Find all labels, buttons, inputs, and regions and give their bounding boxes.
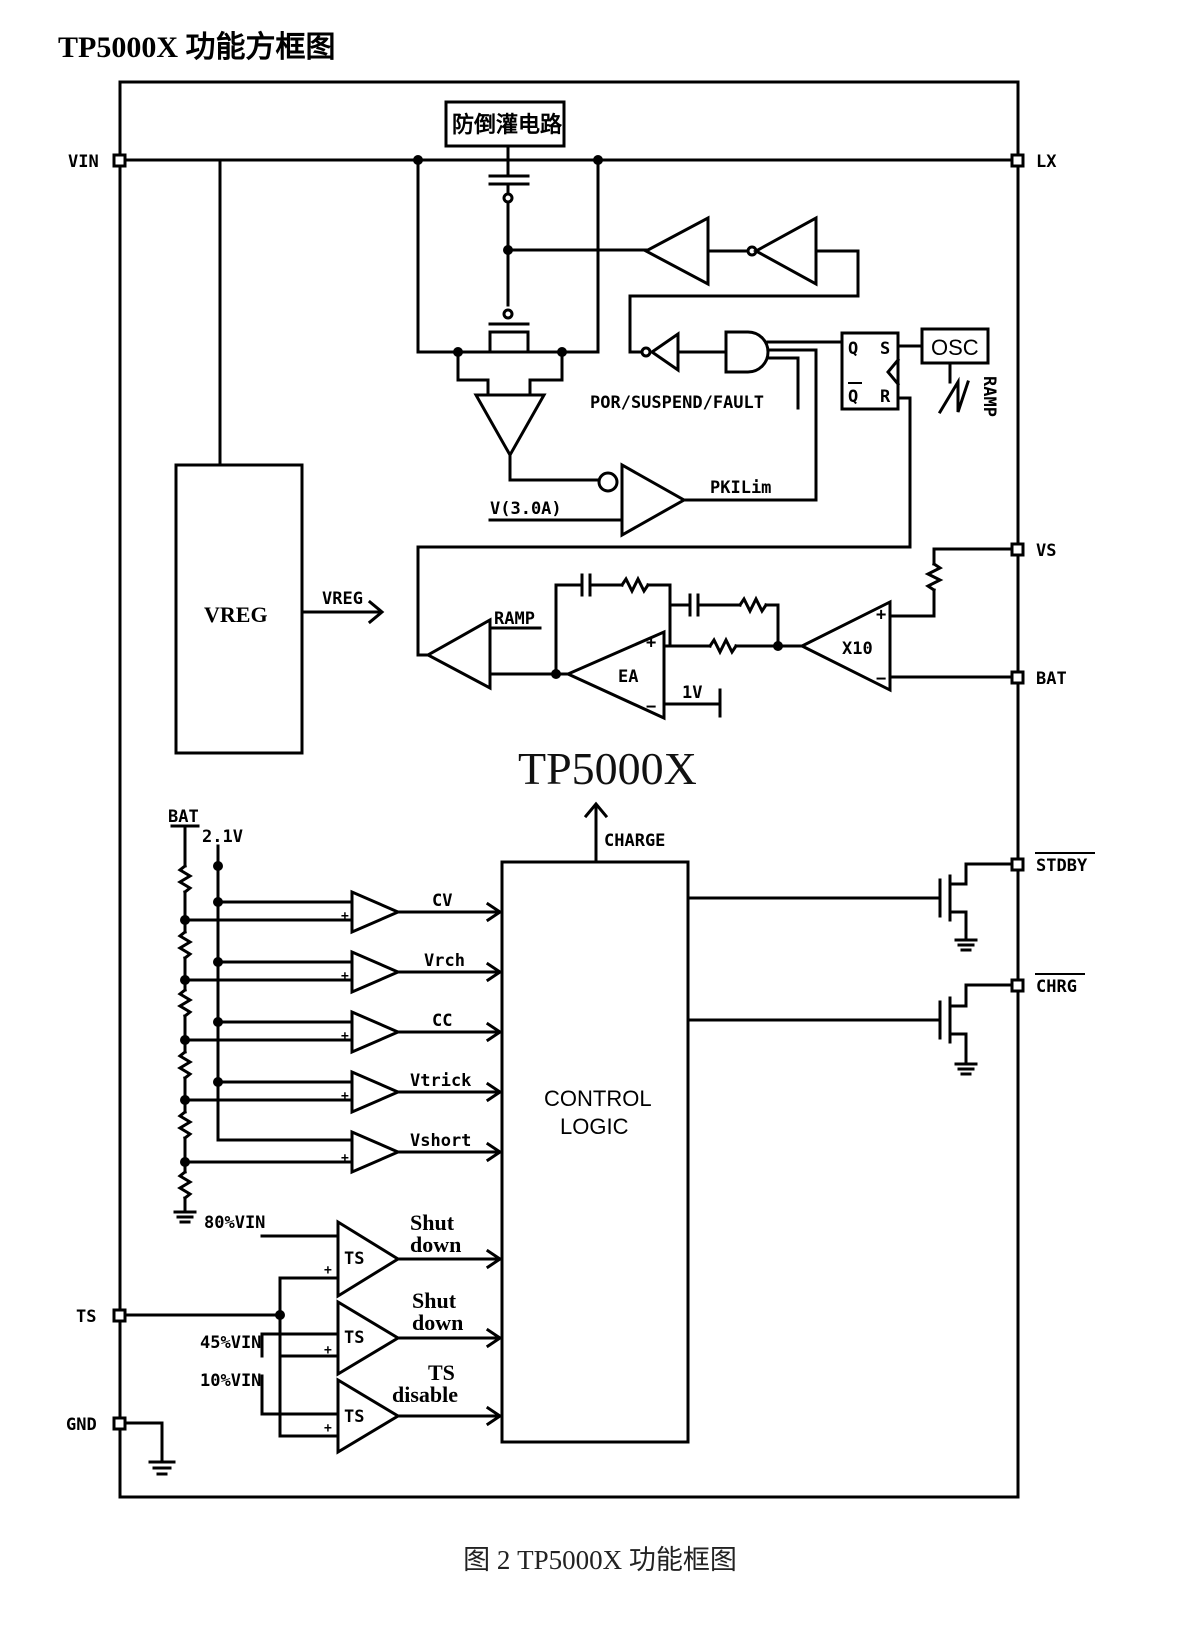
ladder-21v-label: 2.1V xyxy=(202,827,243,847)
power-switch-transistors xyxy=(453,144,650,397)
gnd-connection xyxy=(123,1421,176,1476)
current-sense-amp xyxy=(473,393,547,459)
svg-text:+: + xyxy=(341,1089,349,1104)
cv-label: CV xyxy=(432,891,452,911)
shutdown2-line1: Shut xyxy=(412,1288,457,1313)
svg-text:+: + xyxy=(324,1263,332,1278)
one-v-label: 1V xyxy=(682,683,702,703)
x10-plus: + xyxy=(876,605,886,625)
pin-vs-label: VS xyxy=(1036,541,1056,561)
shutdown1-line2: down xyxy=(410,1232,461,1257)
vs-bat-sense-wires xyxy=(888,547,1014,679)
latch-q: Q xyxy=(848,339,858,359)
pin-stdby-label: STDBY xyxy=(1036,856,1088,876)
pwm-comparator xyxy=(424,617,492,691)
charge-arrow xyxy=(583,801,609,819)
ladder-bat-label: BAT xyxy=(168,807,199,827)
osc-label: OSC xyxy=(931,335,979,360)
latch-s: S xyxy=(880,339,890,359)
x10-amplifier xyxy=(798,599,892,693)
and-gate-inputs xyxy=(766,340,844,410)
pin-chrg-label: CHRG xyxy=(1036,977,1077,997)
svg-text:+: + xyxy=(324,1343,332,1358)
shutdown2-line2: down xyxy=(412,1310,463,1335)
and-gate xyxy=(724,330,770,374)
vtrick-label: Vtrick xyxy=(410,1071,471,1091)
svg-text:+: + xyxy=(324,1421,332,1436)
chip-boundary xyxy=(118,80,1020,1499)
pwm-feedback-wire xyxy=(416,396,912,657)
svg-text:+: + xyxy=(341,1029,349,1044)
latch-clock-marker xyxy=(886,357,901,387)
page-heading: TP5000X 功能方框图 xyxy=(58,31,336,64)
vreg-block-label: VREG xyxy=(204,602,268,627)
pkilim-comparator xyxy=(488,348,818,538)
ts-comp1-label: TS xyxy=(344,1249,364,1269)
comparator-plus-signs: + + + + + xyxy=(341,909,349,1166)
ea-minus: − xyxy=(646,697,656,717)
vshort-label: Vshort xyxy=(410,1131,471,1151)
osc-ramp-symbol xyxy=(937,376,970,415)
pin-gnd-label: GND xyxy=(66,1415,97,1435)
x10-label: X10 xyxy=(842,639,873,659)
ts-comp2-label: TS xyxy=(344,1328,364,1348)
osc-ramp-label: RAMP xyxy=(979,376,999,417)
control-logic-line2: LOGIC xyxy=(560,1114,629,1139)
cc-label: CC xyxy=(432,1011,452,1031)
ts-disable-line2: disable xyxy=(392,1382,458,1407)
v3a-label: V(3.0A) xyxy=(490,499,562,519)
vreg-out-label: VREG xyxy=(322,589,363,609)
pin-ts-label: TS xyxy=(76,1307,96,1327)
ea-compensation xyxy=(554,573,808,676)
x10-minus: − xyxy=(876,669,886,689)
pwm-ramp-label: RAMP xyxy=(494,609,535,629)
bat-resistor-ladder xyxy=(170,824,223,1224)
shutdown1-line1: Shut xyxy=(410,1210,455,1235)
anti-backflow-box xyxy=(444,100,566,148)
chrg-nmos xyxy=(686,983,1014,1076)
control-logic-line1: CONTROL xyxy=(544,1086,652,1111)
vrch-label: Vrch xyxy=(424,951,465,971)
figure-caption: 图 2 TP5000X 功能框图 xyxy=(463,1545,737,1575)
chip-name: TP5000X xyxy=(518,743,697,794)
pct80-label: 80%VIN xyxy=(204,1213,265,1233)
latch-qbar: Q xyxy=(848,387,858,407)
gate-driver-chain xyxy=(628,215,860,373)
vreg-out-arrow xyxy=(367,599,385,625)
error-amplifier xyxy=(564,629,666,721)
pin-bat-label: BAT xyxy=(1036,669,1067,689)
ts-comparators: + + + xyxy=(123,1219,503,1455)
pct10-label: 10%VIN xyxy=(200,1371,261,1391)
latch-r: R xyxy=(880,387,891,407)
pkilim-label: PKILim xyxy=(710,478,771,498)
ea-label: EA xyxy=(618,667,638,687)
pct45-label: 45%VIN xyxy=(200,1333,261,1353)
ts-disable-line1: TS xyxy=(428,1360,455,1385)
svg-text:+: + xyxy=(341,909,349,924)
charge-label: CHARGE xyxy=(604,831,665,851)
pin-vin-label: VIN xyxy=(68,152,99,172)
svg-text:+: + xyxy=(341,969,349,984)
comparator-bank xyxy=(183,889,503,1175)
vin-lx-rail xyxy=(123,155,1014,467)
ts-comp3-label: TS xyxy=(344,1407,364,1427)
ea-plus: + xyxy=(646,633,656,653)
svg-text:+: + xyxy=(341,1151,349,1166)
por-suspend-fault-label: POR/SUSPEND/FAULT xyxy=(590,393,764,413)
control-logic-block xyxy=(500,860,690,1444)
stdby-nmos xyxy=(686,862,1014,952)
anti-backflow-label: 防倒灌电路 xyxy=(452,112,563,137)
vreg-block xyxy=(174,463,304,755)
pin-lx-label: LX xyxy=(1036,152,1057,172)
